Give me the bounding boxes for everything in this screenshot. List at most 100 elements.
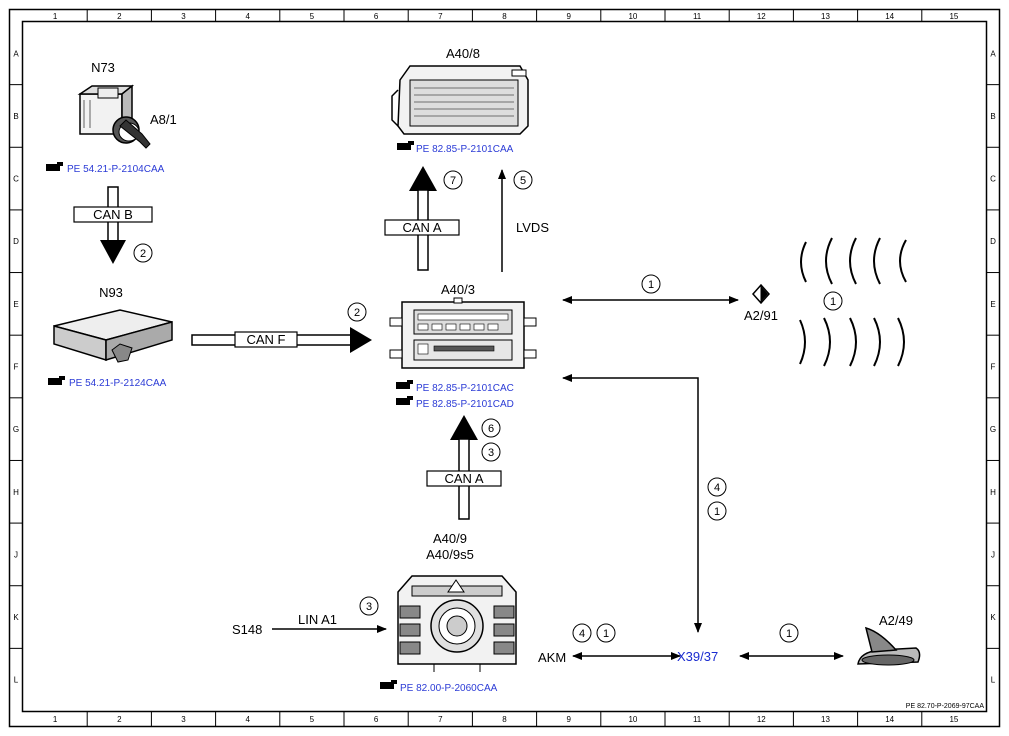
a40-3-head-unit-icon — [389, 297, 537, 369]
ref-hand-icon — [397, 141, 414, 150]
grid-column-label: 10 — [628, 715, 637, 724]
a2-91-antenna-icon — [751, 283, 771, 305]
grid-column-label: 2 — [117, 12, 122, 21]
grid-column-label: 8 — [502, 715, 507, 724]
ref-hand-icon — [380, 680, 397, 689]
grid-row-label: E — [990, 300, 995, 309]
marker-a2-91-link: 1 — [648, 279, 654, 291]
marker-x39-4: 4 — [714, 482, 720, 494]
grid-row-label: C — [990, 175, 996, 184]
a8-1-label: A8/1 — [150, 112, 177, 127]
marker-circle — [823, 291, 843, 311]
marker-circle — [572, 623, 592, 643]
grid-column-label: 9 — [566, 12, 571, 21]
grid-column-label: 7 — [438, 12, 443, 21]
grid-row-label: G — [990, 425, 996, 434]
can-f-label: CAN F — [247, 332, 286, 347]
marker-circle — [513, 170, 533, 190]
grid-ticks — [10, 10, 999, 726]
can-a-top-label-box — [384, 219, 460, 236]
n93-module-icon — [53, 309, 173, 363]
grid-row-label: E — [13, 300, 18, 309]
a40-8-display-icon — [391, 65, 529, 135]
can-a-top-arrow — [409, 166, 437, 271]
grid-column-label: 8 — [502, 12, 507, 21]
grid-row-label: K — [990, 613, 996, 622]
grid-column-label: 2 — [117, 715, 122, 724]
marker-circle — [481, 418, 501, 438]
marker-circle — [481, 442, 501, 462]
grid-labels: 1122334455667788991010111112121313141415… — [13, 12, 996, 724]
grid-row-label: H — [13, 488, 19, 497]
grid-column-label: 11 — [693, 715, 702, 724]
ref-hand-icon — [48, 376, 65, 385]
a40-3-reference-link-1[interactable]: PE 82.85-P-2101CAC — [416, 383, 514, 394]
a40-3-reference-link-2[interactable]: PE 82.85-P-2101CAD — [416, 399, 514, 410]
marker-can-a-bottom-3: 3 — [488, 447, 494, 459]
grid-row-label: C — [13, 175, 19, 184]
grid-row-label: D — [13, 237, 19, 246]
marker-x39-1: 1 — [714, 506, 720, 518]
x39-37-label: X39/37 — [677, 649, 718, 664]
n73-reference-link[interactable]: PE 54.21-P-2104CAA — [67, 164, 165, 175]
lin-a1-label: LIN A1 — [298, 612, 337, 627]
grid-column-label: 3 — [181, 715, 186, 724]
n73-ignition-switch-icon — [77, 84, 151, 149]
marker-can-f: 2 — [354, 307, 360, 319]
lvds-label: LVDS — [516, 220, 549, 235]
marker-can-a-top: 7 — [450, 175, 456, 187]
grid-column-label: 9 — [566, 715, 571, 724]
grid-column-label: 13 — [821, 12, 830, 21]
grid-row-label: L — [991, 676, 996, 685]
can-a-bottom-label-box — [426, 470, 502, 487]
grid-column-label: 13 — [821, 715, 830, 724]
can-b-label: CAN B — [93, 207, 133, 222]
grid-row-label: J — [14, 550, 18, 559]
grid-row-label: D — [990, 237, 996, 246]
grid-column-label: 5 — [310, 12, 315, 21]
grid-column-label: 15 — [949, 715, 958, 724]
grid-row-label: B — [13, 112, 18, 121]
can-a-bottom-label: CAN A — [444, 471, 483, 486]
grid-column-label: 12 — [757, 715, 766, 724]
s148-label: S148 — [232, 622, 262, 637]
can-a-top-label: CAN A — [402, 220, 441, 235]
grid-column-label: 5 — [310, 715, 315, 724]
x39-37-link-arrow — [562, 374, 702, 633]
can-f-label-box — [234, 331, 298, 348]
marker-circle — [443, 170, 463, 190]
a2-49-label: A2/49 — [879, 613, 913, 628]
a40-9-reference-link[interactable]: PE 82.00-P-2060CAA — [400, 683, 498, 694]
grid-column-label: 11 — [693, 12, 702, 21]
grid-row-label: J — [991, 550, 995, 559]
ref-hand-icon — [46, 162, 63, 171]
drawing-frame — [8, 8, 1001, 728]
a40-9-label: A40/9 — [433, 531, 467, 546]
marker-akm-1: 1 — [603, 628, 609, 640]
grid-column-label: 15 — [949, 12, 958, 21]
grid-row-label: F — [991, 363, 996, 372]
grid-column-label: 14 — [885, 12, 894, 21]
can-a-bottom-arrow — [450, 415, 478, 520]
marker-circle — [641, 274, 661, 294]
marker-circle — [359, 596, 379, 616]
marker-circle — [596, 623, 616, 643]
grid-row-label: A — [13, 49, 19, 58]
marker-circle — [707, 477, 727, 497]
grid-column-label: 12 — [757, 12, 766, 21]
grid-column-label: 7 — [438, 715, 443, 724]
a40-9s5-label: A40/9s5 — [426, 547, 474, 562]
n93-label: N93 — [99, 285, 123, 300]
grid-row-label: G — [13, 425, 19, 434]
can-b-label-box — [73, 206, 153, 223]
n93-reference-link[interactable]: PE 54.21-P-2124CAA — [69, 378, 167, 389]
marker-lvds: 5 — [520, 175, 526, 187]
grid-row-label: B — [990, 112, 995, 121]
a40-8-reference-link[interactable]: PE 82.85-P-2101CAA — [416, 144, 514, 155]
ref-hand-icon — [396, 380, 413, 389]
marker-circle — [347, 302, 367, 322]
n73-label: N73 — [91, 60, 115, 75]
a40-8-label: A40/8 — [446, 46, 480, 61]
marker-waves: 1 — [830, 296, 836, 308]
